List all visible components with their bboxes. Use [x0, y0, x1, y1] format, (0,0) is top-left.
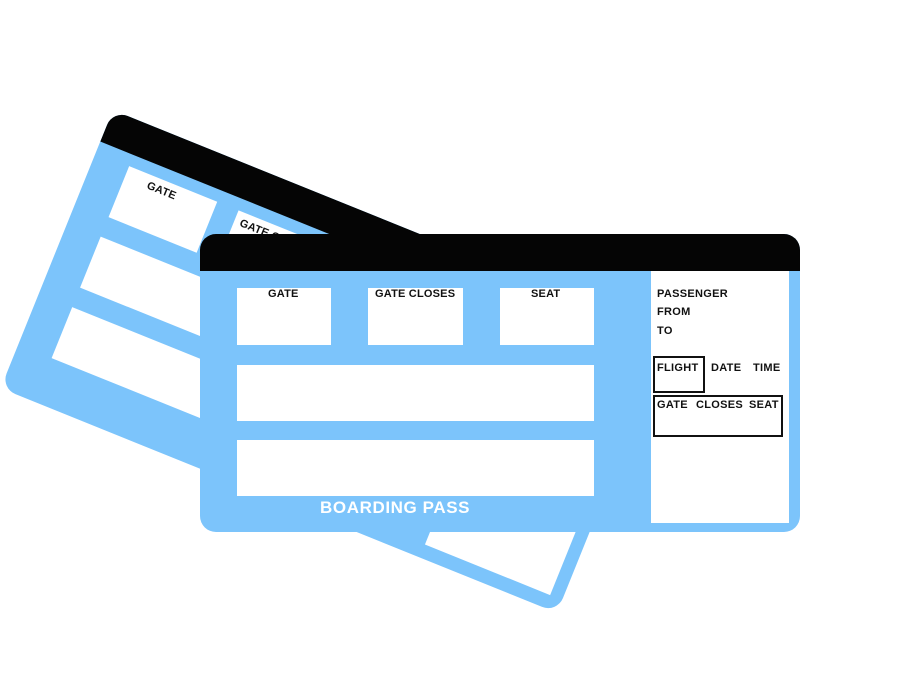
front-gate-closes-box	[368, 288, 463, 345]
flight-label: FLIGHT	[657, 362, 699, 374]
passenger-label: PASSENGER	[657, 288, 728, 300]
front-boarding-pass: GATE GATE CLOSES SEAT BOARDING PASS PASS…	[200, 234, 800, 532]
flight-box	[653, 356, 705, 393]
front-wide-field-1	[237, 365, 594, 421]
front-ticket-top-bar	[200, 234, 800, 271]
to-label: TO	[657, 325, 673, 337]
from-label: FROM	[657, 306, 691, 318]
front-ticket-stub: PASSENGER FROM TO FLIGHT DATE TIME GATE …	[651, 271, 789, 523]
stub-closes-label: CLOSES	[696, 399, 744, 411]
front-seat-box	[500, 288, 594, 345]
front-gate-box	[237, 288, 331, 345]
date-label: DATE	[711, 362, 742, 374]
front-gate-closes-label: GATE CLOSES	[375, 288, 456, 300]
time-label: TIME	[753, 362, 781, 374]
front-wide-field-2	[237, 440, 594, 496]
front-seat-label: SEAT	[531, 288, 561, 300]
stub-seat-label: SEAT	[749, 399, 779, 411]
boarding-pass-title: BOARDING PASS	[320, 498, 471, 517]
stub-gate-label: GATE	[657, 399, 688, 411]
front-gate-label: GATE	[268, 288, 299, 300]
gate-closes-seat-box	[653, 395, 783, 437]
